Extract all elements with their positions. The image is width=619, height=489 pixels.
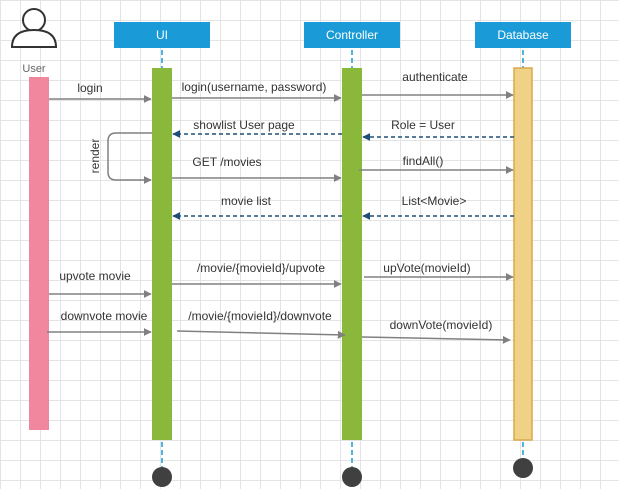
actor-label: User	[22, 63, 46, 75]
render-self-arrow	[107, 132, 152, 184]
downvote-call-label: downVote(movieId)	[390, 318, 493, 332]
ui-header	[114, 22, 210, 48]
controller-activation-bar	[342, 68, 362, 440]
downvote-call-arrow	[361, 335, 511, 344]
upvote-path-label: /movie/{movieId}/upvote	[197, 261, 325, 275]
database-terminator	[513, 458, 533, 478]
find-all-label: findAll()	[403, 154, 444, 168]
ui-header-label: UI	[156, 28, 168, 42]
ui-activation-bar	[152, 68, 172, 440]
login-credentials-label: login(username, password)	[182, 80, 327, 94]
role-label: Role = User	[391, 118, 455, 132]
controller-header	[304, 22, 400, 48]
database-header-label: Database	[497, 28, 549, 42]
authenticate-label: authenticate	[402, 70, 468, 84]
user-activation-bar	[29, 77, 49, 430]
downvote-path-arrow	[176, 330, 346, 339]
showlist-label: showlist User page	[193, 118, 295, 132]
controller-terminator	[342, 467, 362, 487]
list-movie-label: List<Movie>	[402, 194, 467, 208]
upvote-movie-label: upvote movie	[59, 269, 131, 283]
login-label: login	[77, 81, 102, 95]
upvote-call-label: upVote(movieId)	[383, 261, 470, 275]
downvote-path-label: /movie/{movieId}/downvote	[188, 309, 332, 323]
render-label: render	[88, 139, 102, 174]
user-actor-icon	[10, 8, 58, 48]
movie-list-label: movie list	[221, 194, 272, 208]
downvote-movie-label: downvote movie	[61, 309, 148, 323]
database-header	[475, 22, 571, 48]
controller-header-label: Controller	[326, 28, 378, 42]
get-movies-label: GET /movies	[192, 155, 261, 169]
ui-terminator	[152, 467, 172, 487]
database-activation-bar	[513, 67, 533, 441]
